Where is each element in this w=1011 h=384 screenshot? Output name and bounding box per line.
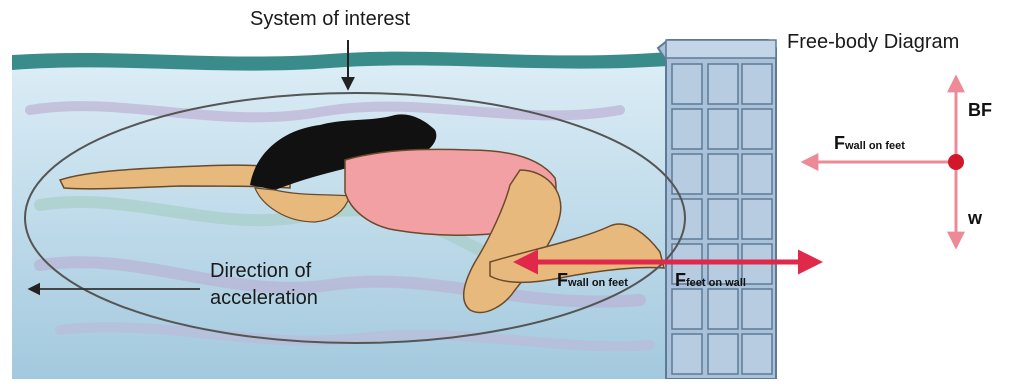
force-symbol: F	[557, 270, 568, 290]
force-symbol: F	[834, 133, 845, 153]
wall-tile	[708, 334, 738, 374]
wall-tile	[672, 109, 702, 149]
wall-tile	[708, 199, 738, 239]
wall-tile	[708, 154, 738, 194]
label-bf: BF	[968, 100, 992, 121]
wall-tile	[742, 289, 772, 329]
force-symbol: F	[675, 270, 686, 290]
free-body-diagram	[804, 78, 964, 246]
fbd-point	[948, 154, 964, 170]
wall-tile	[672, 334, 702, 374]
wall-tile	[742, 154, 772, 194]
wall-tile	[672, 289, 702, 329]
direction-label-line1: Direction of	[210, 260, 311, 283]
force-subscript: wall on feet	[845, 140, 905, 152]
system-of-interest-label: System of interest	[250, 8, 410, 31]
label-f-wall-on-feet: Fwall on feet	[557, 270, 628, 291]
wall-tile	[708, 289, 738, 329]
wall-tile	[742, 64, 772, 104]
label-f-feet-on-wall: Ffeet on wall	[675, 270, 746, 291]
label-fbd-f-wall-on-feet: Fwall on feet	[834, 133, 905, 154]
force-subscript: feet on wall	[686, 277, 746, 289]
free-body-diagram-title: Free-body Diagram	[787, 31, 959, 54]
pool-wall	[658, 40, 776, 379]
wall-tile	[742, 334, 772, 374]
direction-label-line2: acceleration	[210, 287, 318, 310]
label-weight: w	[968, 208, 982, 229]
wall-tile	[708, 64, 738, 104]
wall-tile	[672, 199, 702, 239]
force-subscript: wall on feet	[568, 277, 628, 289]
wall-tile	[708, 109, 738, 149]
wall-tile	[742, 109, 772, 149]
wall-tile	[672, 64, 702, 104]
wall-tile	[742, 199, 772, 239]
